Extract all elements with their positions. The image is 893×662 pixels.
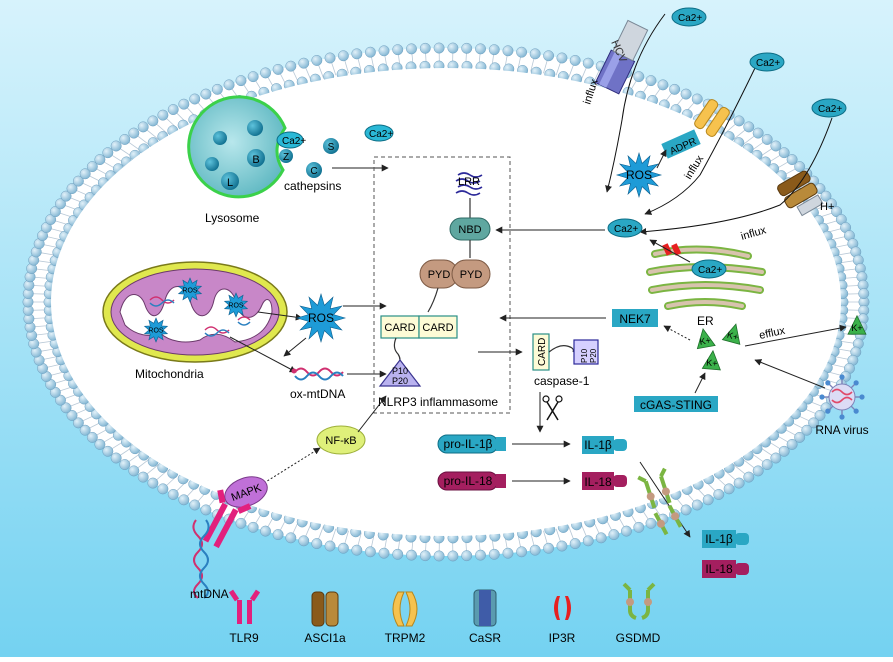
caspase-card-label: CARD bbox=[537, 338, 548, 366]
lysosome-ca-label: Ca2+ bbox=[282, 136, 306, 147]
lysosome-label: Lysosome bbox=[205, 211, 260, 225]
caspase-label: caspase-1 bbox=[534, 374, 590, 388]
ros-label: ROS bbox=[148, 327, 164, 334]
secreted-il18-label: IL-18 bbox=[705, 562, 733, 576]
inflammasome-label: NLRP3 inflammasome bbox=[378, 395, 498, 409]
pro-il1b-label: pro-IL-1β bbox=[444, 437, 493, 451]
ca-out-3-label: Ca2+ bbox=[818, 104, 842, 115]
legend-trpm2-label: TRPM2 bbox=[385, 631, 426, 645]
lysosome-granule bbox=[213, 131, 227, 145]
card-label-left: CARD bbox=[384, 322, 415, 334]
ros-label: ROS bbox=[228, 302, 244, 309]
lrr-label: LRR bbox=[458, 176, 480, 188]
ca-out-3: Ca2+ bbox=[812, 99, 846, 117]
il1b-label: IL-1β bbox=[584, 438, 612, 452]
mitochondria-label: Mitochondria bbox=[135, 367, 204, 381]
p10-label: P10 bbox=[392, 366, 408, 376]
ros-label: ROS bbox=[308, 311, 334, 325]
er-label: ER bbox=[697, 314, 714, 328]
granule-letter: L bbox=[227, 177, 233, 189]
oxmtdna-label: ox-mtDNA bbox=[290, 387, 345, 401]
ca-out-1: Ca2+ bbox=[672, 8, 706, 26]
cgas-sting: cGAS-STING bbox=[634, 396, 718, 412]
secreted-il1b-label: IL-1β bbox=[705, 532, 733, 546]
ca-out-2: Ca2+ bbox=[750, 53, 784, 71]
mtdna-label: mtDNA bbox=[190, 587, 229, 601]
caspase-p10-label: P10 bbox=[580, 348, 589, 363]
legend-asic1a-label: ASCI1a bbox=[304, 631, 346, 645]
rna-virus-label: RNA virus bbox=[815, 423, 868, 437]
pro-il1b: pro-IL-1β bbox=[438, 435, 506, 453]
h-plus-label: H+ bbox=[820, 201, 834, 213]
lysosome-granule bbox=[205, 157, 219, 171]
legend-gsdmd-label: GSDMD bbox=[616, 631, 661, 645]
legend-tlr9-label: TLR9 bbox=[229, 631, 259, 645]
lysosome-granule bbox=[247, 120, 263, 136]
ca-out-2-label: Ca2+ bbox=[756, 58, 780, 69]
nek7: NEK7 bbox=[612, 309, 658, 327]
ca-er-label: Ca2+ bbox=[698, 265, 722, 276]
legend-casr-label: CaSR bbox=[469, 631, 501, 645]
legend-casr-icon bbox=[474, 590, 496, 626]
pro-il18: pro-IL-18 bbox=[438, 472, 506, 490]
card-label-right: CARD bbox=[422, 322, 453, 334]
k-label: K+ bbox=[706, 358, 718, 369]
ca-intracellular: Ca2+ bbox=[608, 219, 642, 237]
cathepsins-label: cathepsins bbox=[284, 179, 341, 193]
ca-out-1-label: Ca2+ bbox=[678, 13, 702, 24]
nek7-label: NEK7 bbox=[619, 312, 651, 326]
ca-in-label: Ca2+ bbox=[614, 224, 638, 235]
legend-ip3r-label: IP3R bbox=[549, 631, 576, 645]
nf-kb: NF-κB bbox=[317, 426, 365, 454]
granule-letter: C bbox=[310, 166, 317, 177]
granule-letter: B bbox=[252, 154, 259, 166]
nfkb-label: NF-κB bbox=[325, 435, 356, 447]
k-label: K+ bbox=[699, 335, 712, 347]
granule-letter: S bbox=[328, 142, 335, 153]
cgas-label: cGAS-STING bbox=[640, 398, 712, 412]
caspase-p20-label: P20 bbox=[589, 348, 598, 363]
k-label: K+ bbox=[851, 323, 862, 333]
il18-label: IL-18 bbox=[584, 475, 612, 489]
ros-label: ROS bbox=[182, 287, 198, 294]
nbd-label: NBD bbox=[458, 224, 481, 236]
p20-label: P20 bbox=[392, 376, 408, 386]
pyd-label-left: PYD bbox=[428, 269, 451, 281]
ros-label: ROS bbox=[626, 168, 652, 182]
granule-letter: Z bbox=[283, 152, 289, 163]
pyd-label-right: PYD bbox=[460, 269, 483, 281]
ca-label-lysosome-out: Ca2+ bbox=[369, 129, 393, 140]
pro-il18-label: pro-IL-18 bbox=[444, 474, 493, 488]
